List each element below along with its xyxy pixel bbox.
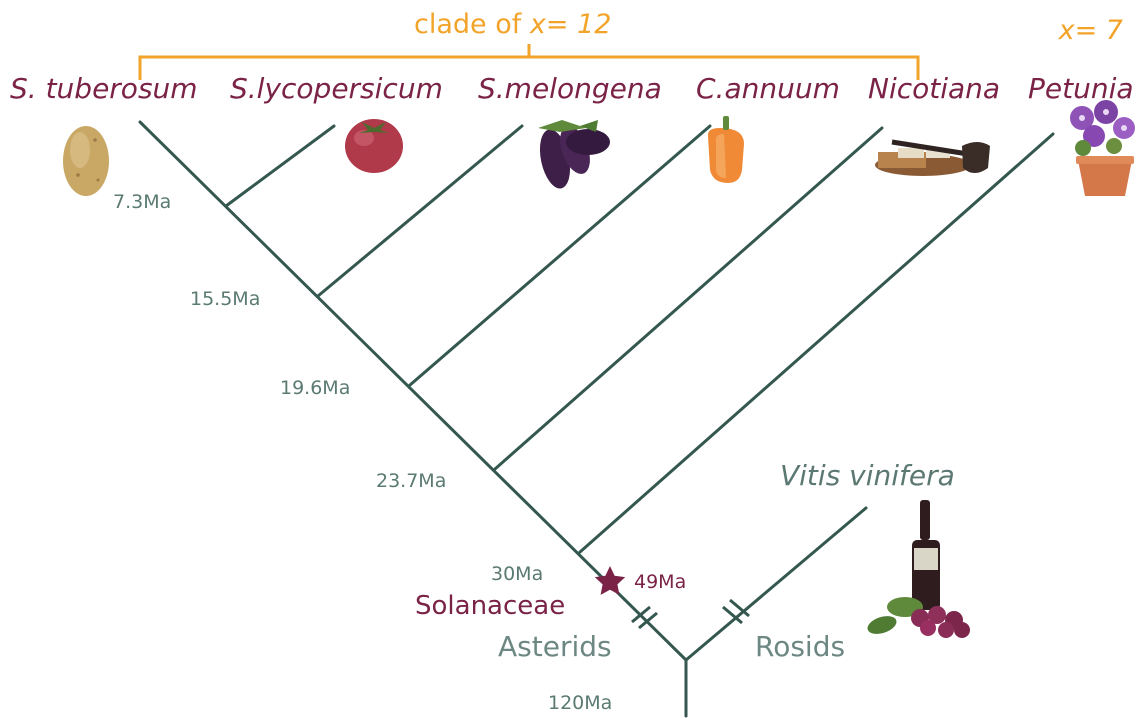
taxon-label-c-annuum: C.annuum (696, 72, 840, 105)
eggplant-icon (535, 120, 610, 191)
age-label-49: 49Ma (634, 571, 686, 593)
tobacco-pipe-icon (875, 142, 990, 176)
taxon-label-nicotiana: Nicotiana (868, 72, 1000, 105)
taxon-label-s-lycopersicum: S.lycopersicum (230, 72, 443, 105)
branch-s-lycopersicum (226, 126, 334, 206)
bell-pepper-icon (708, 116, 744, 183)
potato-icon (63, 126, 109, 196)
vitis-vinifera-label: Vitis vinifera (780, 459, 955, 492)
tomato-icon (345, 119, 403, 173)
age-label-19-6: 19.6Ma (280, 377, 350, 399)
solanaceae-label: Solanaceae (415, 591, 565, 621)
wine-grapes-icon (865, 500, 970, 638)
petunia-pot-icon (1070, 100, 1135, 196)
asterids-label: Asterids (498, 630, 612, 663)
taxon-label-s-melongena: S.melongena (478, 72, 662, 105)
tree-branches (140, 122, 1053, 716)
taxon-label-petunia: Petunia (1028, 72, 1134, 105)
rosids-break-mark (723, 600, 749, 623)
petunia-chromosome-label: x= 7 (1058, 15, 1123, 46)
clade-label: clade of x= 12 (414, 9, 611, 40)
age-label-15-5: 15.5Ma (190, 288, 260, 310)
age-label-23-7: 23.7Ma (376, 470, 446, 492)
age-label-7-3: 7.3Ma (113, 191, 171, 213)
rosids-label: Rosids (755, 630, 845, 663)
age-label-120: 120Ma (548, 692, 612, 714)
taxon-label-s-tuberosum: S. tuberosum (10, 72, 198, 105)
solanaceae-star-icon (595, 566, 625, 595)
age-label-30: 30Ma (491, 563, 543, 585)
